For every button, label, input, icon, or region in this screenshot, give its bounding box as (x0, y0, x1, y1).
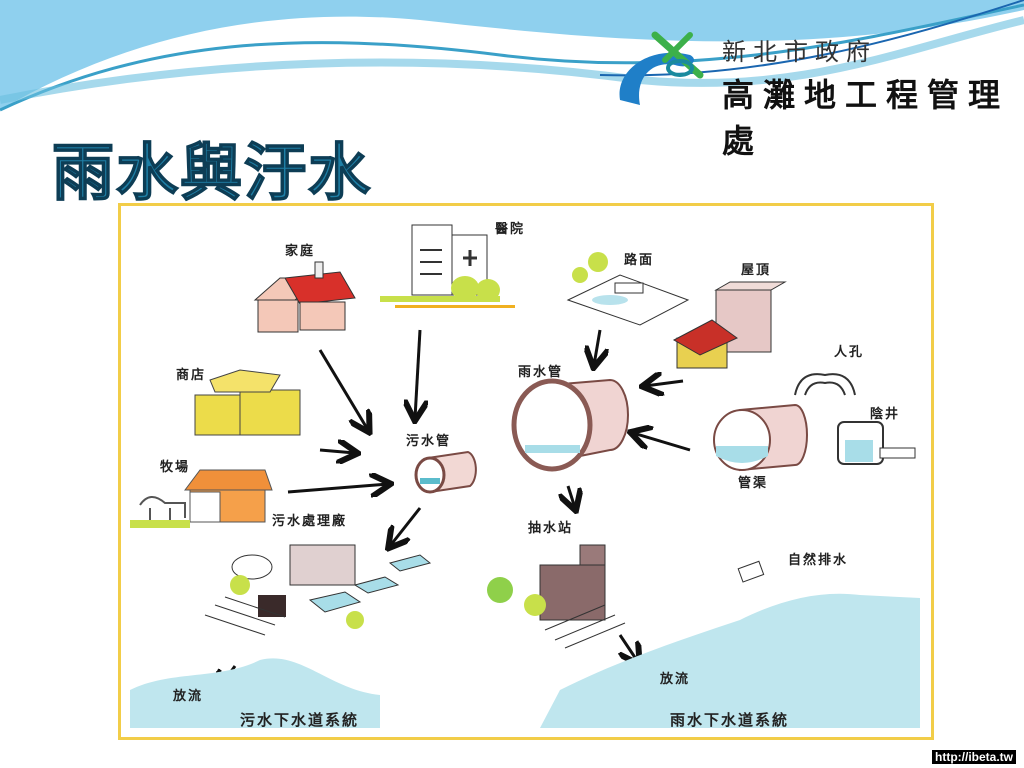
label-sewage-system: 污水下水道系統 (240, 711, 360, 729)
farm-icon (130, 469, 273, 528)
label-road: 路面 (624, 253, 655, 268)
sewage-pipe-icon (414, 450, 477, 494)
label-discharge-right: 放流 (660, 672, 691, 687)
label-discharge-left: 放流 (173, 689, 204, 704)
sewage-plant-icon (204, 544, 432, 636)
agency-name: 高灘地工程管理處 (722, 76, 1010, 160)
agency-logo (619, 31, 704, 105)
hospital-icon (380, 224, 515, 308)
river-water-right (540, 593, 920, 728)
rain-pipe-icon (511, 378, 629, 472)
label-natural-drain: 自然排水 (788, 553, 849, 568)
catch-basin-icon (837, 421, 916, 465)
label-household: 家庭 (285, 244, 316, 259)
natural-drain-icon (737, 560, 765, 583)
label-catch-basin: 陰井 (870, 407, 901, 422)
manhole-icon (794, 373, 856, 396)
roof-buildings-icon (672, 281, 787, 369)
pump-station-icon (487, 544, 626, 649)
road-surface-icon (566, 252, 690, 326)
label-roof: 屋頂 (741, 263, 772, 278)
label-rain-system: 雨水下水道系統 (670, 711, 790, 729)
label-sewage-pipe: 污水管 (406, 434, 452, 449)
label-pump-station: 抽水站 (528, 521, 574, 536)
discharge-water-left (130, 658, 380, 728)
shop-icon (194, 369, 301, 436)
watermark: http://ibeta.tw (932, 750, 1016, 764)
label-culvert: 管渠 (738, 476, 769, 491)
house-icon (253, 261, 356, 333)
page-title: 雨水與汙水 (51, 135, 373, 210)
label-hospital: 醫院 (495, 222, 526, 237)
culvert-icon (713, 403, 808, 472)
label-farm: 牧場 (160, 460, 191, 475)
agency-parent-name: 新北市政府 (722, 38, 877, 66)
label-sewage-plant: 污水處理廠 (272, 514, 348, 529)
label-rain-pipe: 雨水管 (518, 365, 564, 380)
label-shop: 商店 (176, 368, 207, 383)
label-manhole: 人孔 (834, 345, 865, 360)
